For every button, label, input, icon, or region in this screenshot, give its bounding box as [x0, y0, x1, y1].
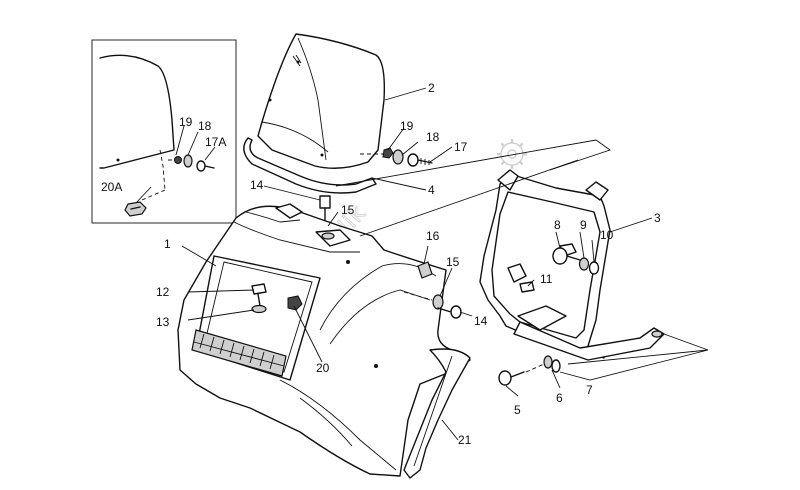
nut-11 [519, 281, 535, 293]
callout-1: 1 [164, 237, 171, 251]
washer-6 [543, 355, 553, 369]
washer-9 [578, 257, 590, 271]
washer-18 [392, 149, 404, 165]
callout-4: 4 [428, 183, 435, 197]
washer-13 [251, 304, 267, 314]
callout-12: 12 [156, 285, 170, 299]
screw-5 [498, 370, 525, 386]
callout-14-upper: 14 [250, 178, 264, 192]
callout-6: 6 [556, 391, 563, 405]
windscreen-part-2 [257, 33, 386, 169]
callout-17: 17 [454, 140, 468, 154]
callout-18: 18 [426, 130, 440, 144]
callout-8: 8 [554, 218, 561, 232]
inset-frame [91, 39, 237, 224]
inset-windscreen [99, 54, 175, 169]
callout-19: 19 [400, 119, 414, 133]
callout-11: 11 [540, 272, 553, 286]
inset-washer-18 [183, 154, 193, 168]
callout-20: 20 [316, 361, 330, 375]
callout-16: 16 [426, 229, 440, 243]
screw-12 [251, 283, 267, 307]
inset-callout-20A: 20A [101, 180, 122, 194]
callout-21: 21 [458, 433, 472, 447]
callout-10: 10 [600, 228, 614, 242]
front-fairing-part-1 [177, 203, 471, 477]
callout-3: 3 [654, 211, 661, 225]
mounting-bracket-part-3 [479, 169, 665, 361]
nut-20 [287, 295, 303, 311]
nut-10 [588, 261, 600, 275]
inset-callout-19: 19 [179, 115, 193, 129]
callout-7: 7 [586, 383, 593, 397]
inset-callout-18: 18 [198, 119, 212, 133]
inset-screw-17A [196, 160, 215, 172]
callout-15-upper: 15 [341, 203, 355, 217]
watermark-gear-icon [497, 139, 527, 169]
inset-callout-17A: 17A [205, 135, 226, 149]
screw-17 [407, 153, 433, 167]
windscreen-trim-part-4 [243, 137, 377, 194]
callout-14-right: 14 [474, 314, 488, 328]
callout-9: 9 [580, 218, 587, 232]
inset-nut-19 [174, 156, 182, 164]
callout-15-right: 15 [446, 255, 460, 269]
callout-5: 5 [514, 403, 521, 417]
washer-6b [551, 359, 561, 373]
detail-inset: 19 18 17A 20A [91, 39, 237, 224]
stud-14-upper [319, 195, 331, 223]
inset-nut-20A [124, 201, 147, 217]
callout-2: 2 [428, 81, 435, 95]
callout-13: 13 [156, 315, 170, 329]
clip-16 [417, 261, 433, 279]
nut-15-right [432, 294, 444, 310]
side-trim-part-21 [403, 348, 471, 479]
